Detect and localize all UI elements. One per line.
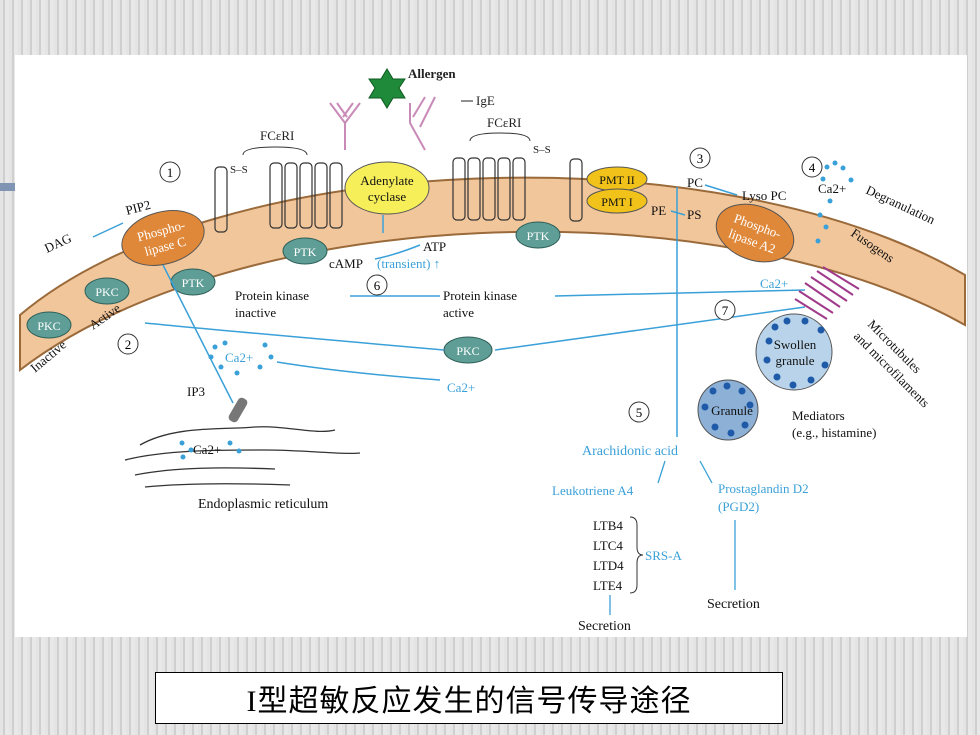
ca-granule-label: Ca2+ — [760, 276, 788, 291]
swollen-label-1: Swollen — [774, 337, 817, 352]
step-7: 7 — [722, 303, 729, 318]
allergen-icon — [368, 68, 406, 109]
ptk-label-2: PTK — [294, 245, 317, 259]
pkc-badge-center: PKC — [443, 336, 493, 364]
caption-box: I型超敏反应发生的信号传导途径 — [155, 672, 783, 724]
receptor-coils — [214, 157, 583, 233]
swollen-label-2: granule — [776, 353, 815, 368]
mediators-label-1: Mediators — [792, 408, 845, 423]
step-4: 4 — [809, 160, 816, 175]
adenylate-cyclase — [344, 161, 430, 215]
pk-inactive-label-2: inactive — [235, 305, 276, 320]
dag-label: DAG — [42, 230, 74, 256]
transient-label: (transient) ↑ — [377, 256, 440, 271]
pkc-badge-active: PKC — [84, 277, 130, 305]
mediators-label-2: (e.g., histamine) — [792, 425, 876, 440]
pk-active-label-1: Protein kinase — [443, 288, 517, 303]
ip3-channel — [228, 397, 248, 423]
pk-active-label-2: active — [443, 305, 474, 320]
pk-inactive-label-1: Protein kinase — [235, 288, 309, 303]
allergen-label: Allergen — [408, 66, 456, 81]
granule-label: Granule — [711, 403, 753, 418]
ige-antibodies — [329, 96, 436, 151]
ptk-label-3: PTK — [527, 229, 550, 243]
ca-dots-top — [815, 160, 854, 244]
pc-label: PC — [687, 175, 703, 190]
ps-label: PS — [687, 207, 701, 222]
step-2: 2 — [125, 337, 132, 352]
ige-label: IgE — [476, 93, 495, 108]
fceri-right-label: FCεRI — [487, 115, 521, 130]
pkc-badge-inactive: PKC — [26, 311, 72, 339]
atp-label: ATP — [423, 239, 446, 254]
camp-label: cAMP — [329, 256, 363, 271]
arachidonic-label: Arachidonic acid — [582, 444, 678, 459]
signaling-diagram: Allergen IgE FCεRI FCεRI S–S S–S Adenyla… — [19, 66, 966, 634]
step-5: 5 — [636, 405, 643, 420]
ptk-badge-2: PTK — [282, 237, 328, 265]
pmt-1-label: PMT I — [601, 195, 632, 209]
adenylate-cyclase-label-1: Adenylate — [360, 173, 414, 188]
granule-dots — [701, 382, 754, 437]
er-label: Endoplasmic reticulum — [198, 497, 328, 512]
ca-dots-er — [179, 440, 242, 460]
phospholipase-c — [121, 210, 205, 266]
fceri-left-label: FCεRI — [260, 128, 294, 143]
step-numbers — [117, 147, 823, 423]
microtubule-lines — [794, 266, 860, 320]
pip2-label: PIP2 — [124, 197, 152, 218]
ip3-label: IP3 — [187, 384, 205, 399]
secretion-left-label: Secretion — [578, 619, 631, 634]
leukotriene-label: Leukotriene A4 — [552, 483, 634, 498]
ltb4-label: LTB4 — [593, 518, 623, 533]
pkc-label-center: PKC — [456, 344, 479, 358]
prostaglandin-label: Prostaglandin D2 — [718, 481, 809, 496]
step-3: 3 — [697, 151, 704, 166]
adenylate-cyclase-label-2: cyclase — [368, 189, 406, 204]
lyso-pc-label: Lyso PC — [742, 188, 786, 203]
diagram-panel: Allergen IgE FCεRI FCεRI S–S S–S Adenyla… — [15, 55, 967, 637]
step-1: 1 — [167, 165, 174, 180]
srsa-label: SRS-A — [645, 548, 682, 563]
ca-mid-arrow-label: Ca2+ — [447, 380, 475, 395]
pgd2-label: (PGD2) — [718, 499, 759, 514]
degranulation-label: Degranulation — [864, 182, 938, 227]
ca-mid-label: Ca2+ — [225, 350, 253, 365]
caption-text: I型超敏反应发生的信号传导途径 — [246, 685, 692, 718]
pkc-label-inactive: PKC — [37, 319, 60, 333]
phospholipase-a2 — [715, 203, 795, 263]
pkc-label-active: PKC — [95, 285, 118, 299]
pmt-1 — [586, 188, 648, 214]
swollen-granule — [755, 313, 833, 391]
ss-right-label: S–S — [533, 144, 551, 156]
ptk-badge-1: PTK — [170, 268, 216, 296]
ss-left-label: S–S — [230, 164, 248, 176]
pmt-2-label: PMT II — [599, 173, 634, 187]
ca-top-label: Ca2+ — [818, 181, 846, 196]
ltd4-label: LTD4 — [593, 558, 624, 573]
step-6: 6 — [374, 278, 381, 293]
lte4-label: LTE4 — [593, 578, 623, 593]
secretion-right-label: Secretion — [707, 597, 760, 612]
pe-label: PE — [651, 203, 666, 218]
ptk-label-1: PTK — [182, 276, 205, 290]
ltc4-label: LTC4 — [593, 538, 623, 553]
ca-er-label: Ca2+ — [193, 442, 221, 457]
endoplasmic-reticulum — [124, 426, 361, 488]
swollen-granule-dots — [763, 317, 829, 389]
ptk-badge-3: PTK — [515, 221, 561, 249]
